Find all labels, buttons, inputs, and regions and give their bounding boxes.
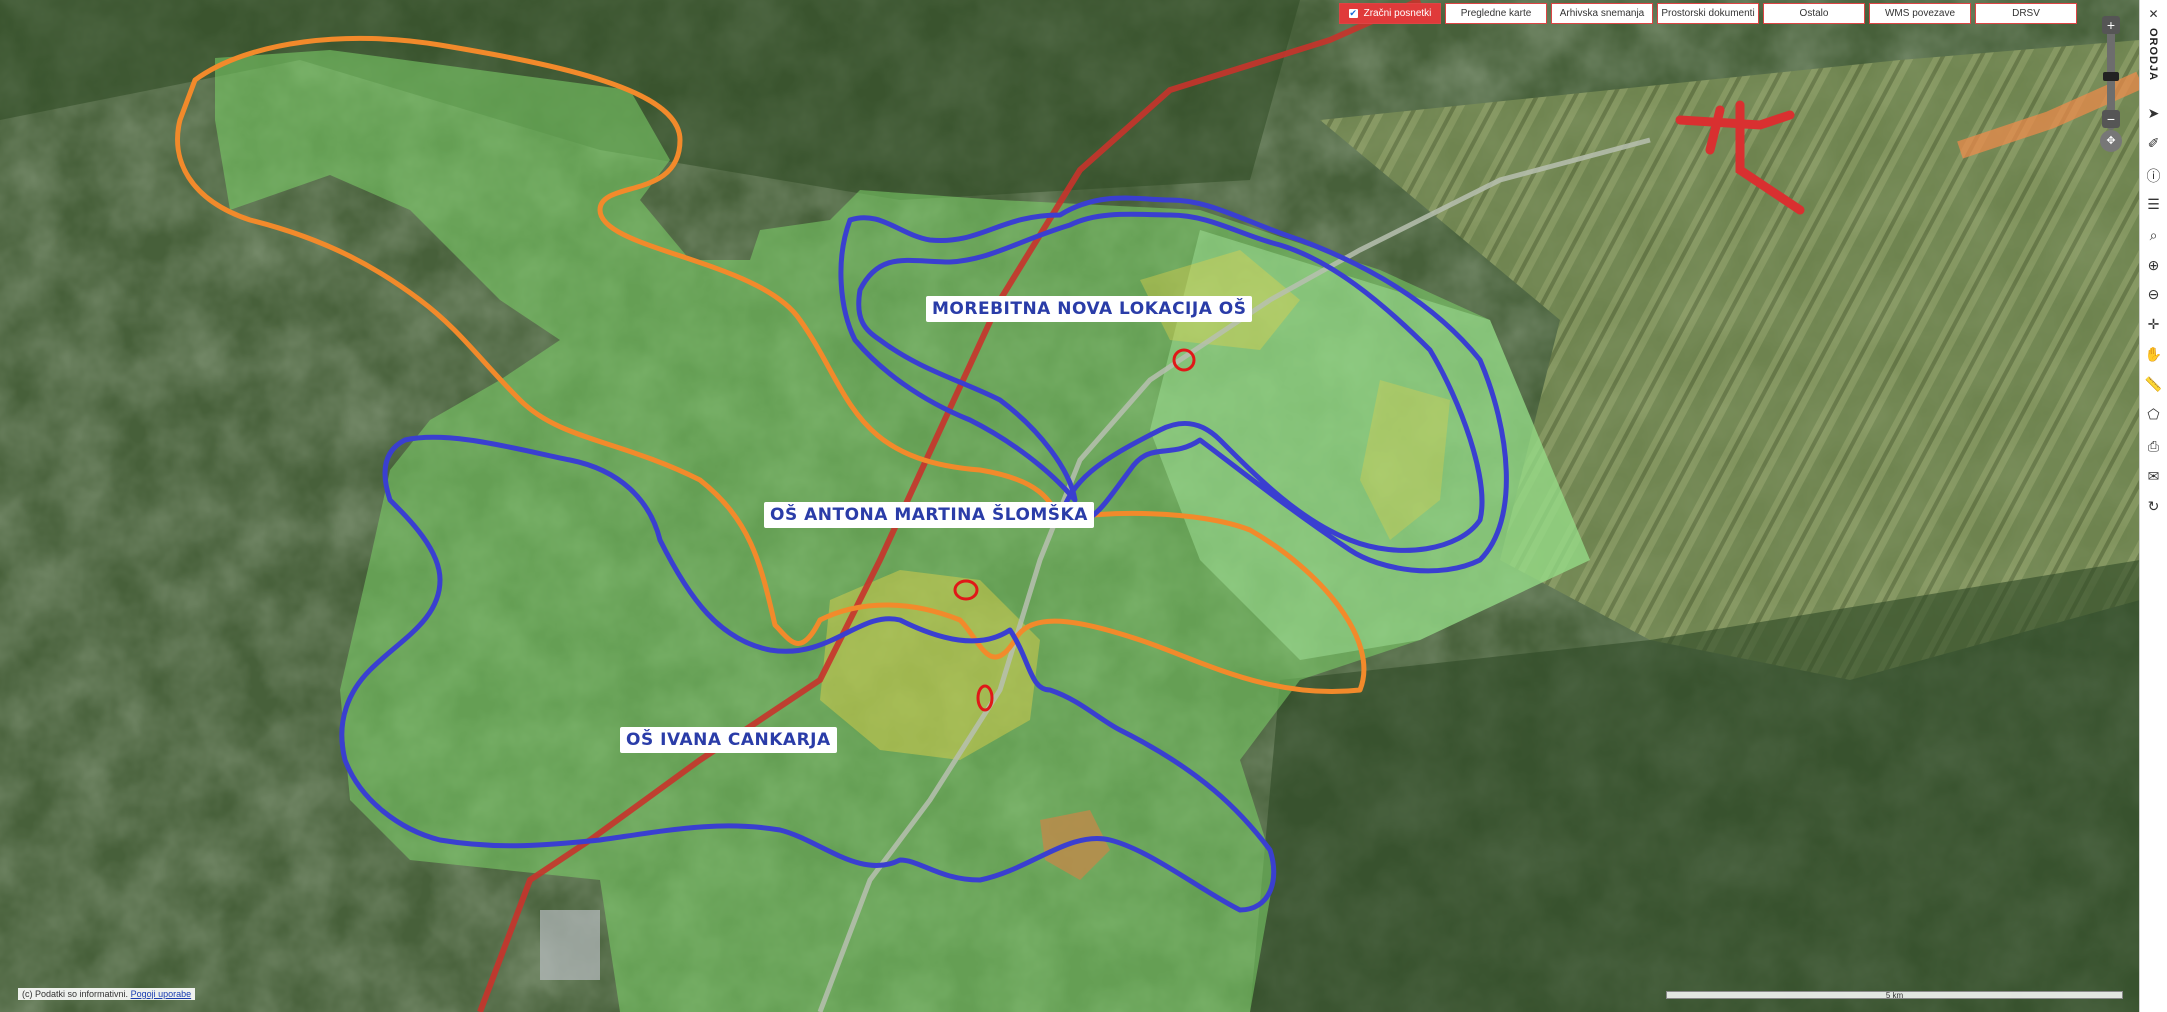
tab-label: Ostalo	[1799, 8, 1829, 19]
layer-tabs: ✔ Zračni posnetki Pregledne karte Arhivsk…	[1339, 3, 2077, 24]
measure-distance-icon[interactable]: 📏	[2144, 376, 2163, 392]
tools-title: ORODJA	[2147, 28, 2159, 82]
feature-select-icon[interactable]: ✐	[2147, 135, 2160, 151]
tab-label: WMS povezave	[1884, 8, 1956, 19]
label-school-new: MOREBITNA NOVA LOKACIJA OŠ	[926, 296, 1253, 322]
tab-label: DRSV	[2012, 8, 2040, 19]
measure-area-icon[interactable]: ⬠	[2147, 406, 2160, 422]
zoom-control: + − ✥	[2100, 12, 2122, 152]
tab-other[interactable]: Ostalo	[1763, 3, 1865, 24]
tab-label: Zračni posnetki	[1363, 8, 1432, 19]
full-extent-icon[interactable]: ✛	[2147, 316, 2160, 332]
airport-red	[1675, 100, 1805, 215]
scale-label: 5 km	[1885, 991, 1904, 1000]
label-school-slomska: OŠ ANTONA MARTINA ŠLOMŠKA	[764, 502, 1094, 528]
tab-label: Prostorski dokumenti	[1661, 8, 1755, 19]
tab-archive-imagery[interactable]: Arhivska snemanja	[1551, 3, 1653, 24]
zoom-slider-thumb[interactable]	[2103, 72, 2119, 81]
copyright-text: (c) Podatki so informativni.	[22, 989, 129, 999]
info-icon[interactable]: ⓘ	[2146, 167, 2161, 184]
tools-panel: ✕ ORODJA ➤ ✐ ⓘ ☰ ⌕ ⊕ ⊖ ✛ ✋ 📏 ⬠ ⎙ ✉ ↻	[2139, 0, 2167, 1012]
school-marker-cankar	[976, 684, 994, 712]
highway-gray	[817, 137, 1651, 1012]
zoning-overlay	[215, 50, 1590, 1012]
zoom-in-icon[interactable]: ⊕	[2147, 257, 2160, 273]
scale-bar: 5 km	[1666, 991, 2123, 1000]
school-marker-slomska	[953, 579, 979, 601]
zoom-out-icon[interactable]: ⊖	[2147, 286, 2160, 302]
zoom-in-button[interactable]: +	[2102, 16, 2120, 34]
school-marker-new	[1172, 348, 1196, 372]
label-school-cankar: OŠ IVANA CANKARJA	[620, 727, 837, 753]
motorway-red	[477, 0, 1422, 1012]
district-boundary-blue-south	[339, 434, 1277, 913]
terms-link[interactable]: Pogoji uporabe	[130, 989, 192, 999]
zoom-out-button[interactable]: −	[2102, 110, 2120, 128]
copyright-notice: (c) Podatki so informativni. Pogoji upor…	[18, 988, 196, 1000]
tab-spatial-documents[interactable]: Prostorski dokumenti	[1657, 3, 1759, 24]
industrial-area	[540, 910, 600, 980]
forest-southeast	[1250, 560, 2140, 1012]
settlement-east	[1360, 380, 1450, 540]
tab-label: Pregledne karte	[1460, 8, 1532, 19]
tab-overview-maps[interactable]: Pregledne karte	[1445, 3, 1547, 24]
zoning-overlay-light	[1150, 230, 1590, 660]
email-icon[interactable]: ✉	[2147, 468, 2160, 484]
legend-icon[interactable]: ☰	[2147, 196, 2160, 212]
pan-control-icon[interactable]: ✥	[2100, 130, 2122, 152]
checkbox-icon[interactable]: ✔	[1348, 8, 1358, 18]
district-boundary-orange	[175, 35, 1367, 695]
close-icon[interactable]: ✕	[2148, 6, 2159, 21]
refresh-icon[interactable]: ↻	[2147, 498, 2160, 514]
pan-hand-icon[interactable]: ✋	[2144, 346, 2163, 362]
select-arrow-icon[interactable]: ➤	[2147, 105, 2160, 121]
search-icon[interactable]: ⌕	[2149, 227, 2158, 243]
district-boundary-blue-north	[838, 195, 1509, 574]
print-icon[interactable]: ⎙	[2147, 438, 2160, 454]
tab-drsv[interactable]: DRSV	[1975, 3, 2077, 24]
tab-aerial[interactable]: ✔ Zračni posnetki	[1339, 3, 1441, 24]
tab-label: Arhivska snemanja	[1559, 8, 1645, 19]
tab-wms-links[interactable]: WMS povezave	[1869, 3, 1971, 24]
quarry-area	[1040, 810, 1110, 880]
